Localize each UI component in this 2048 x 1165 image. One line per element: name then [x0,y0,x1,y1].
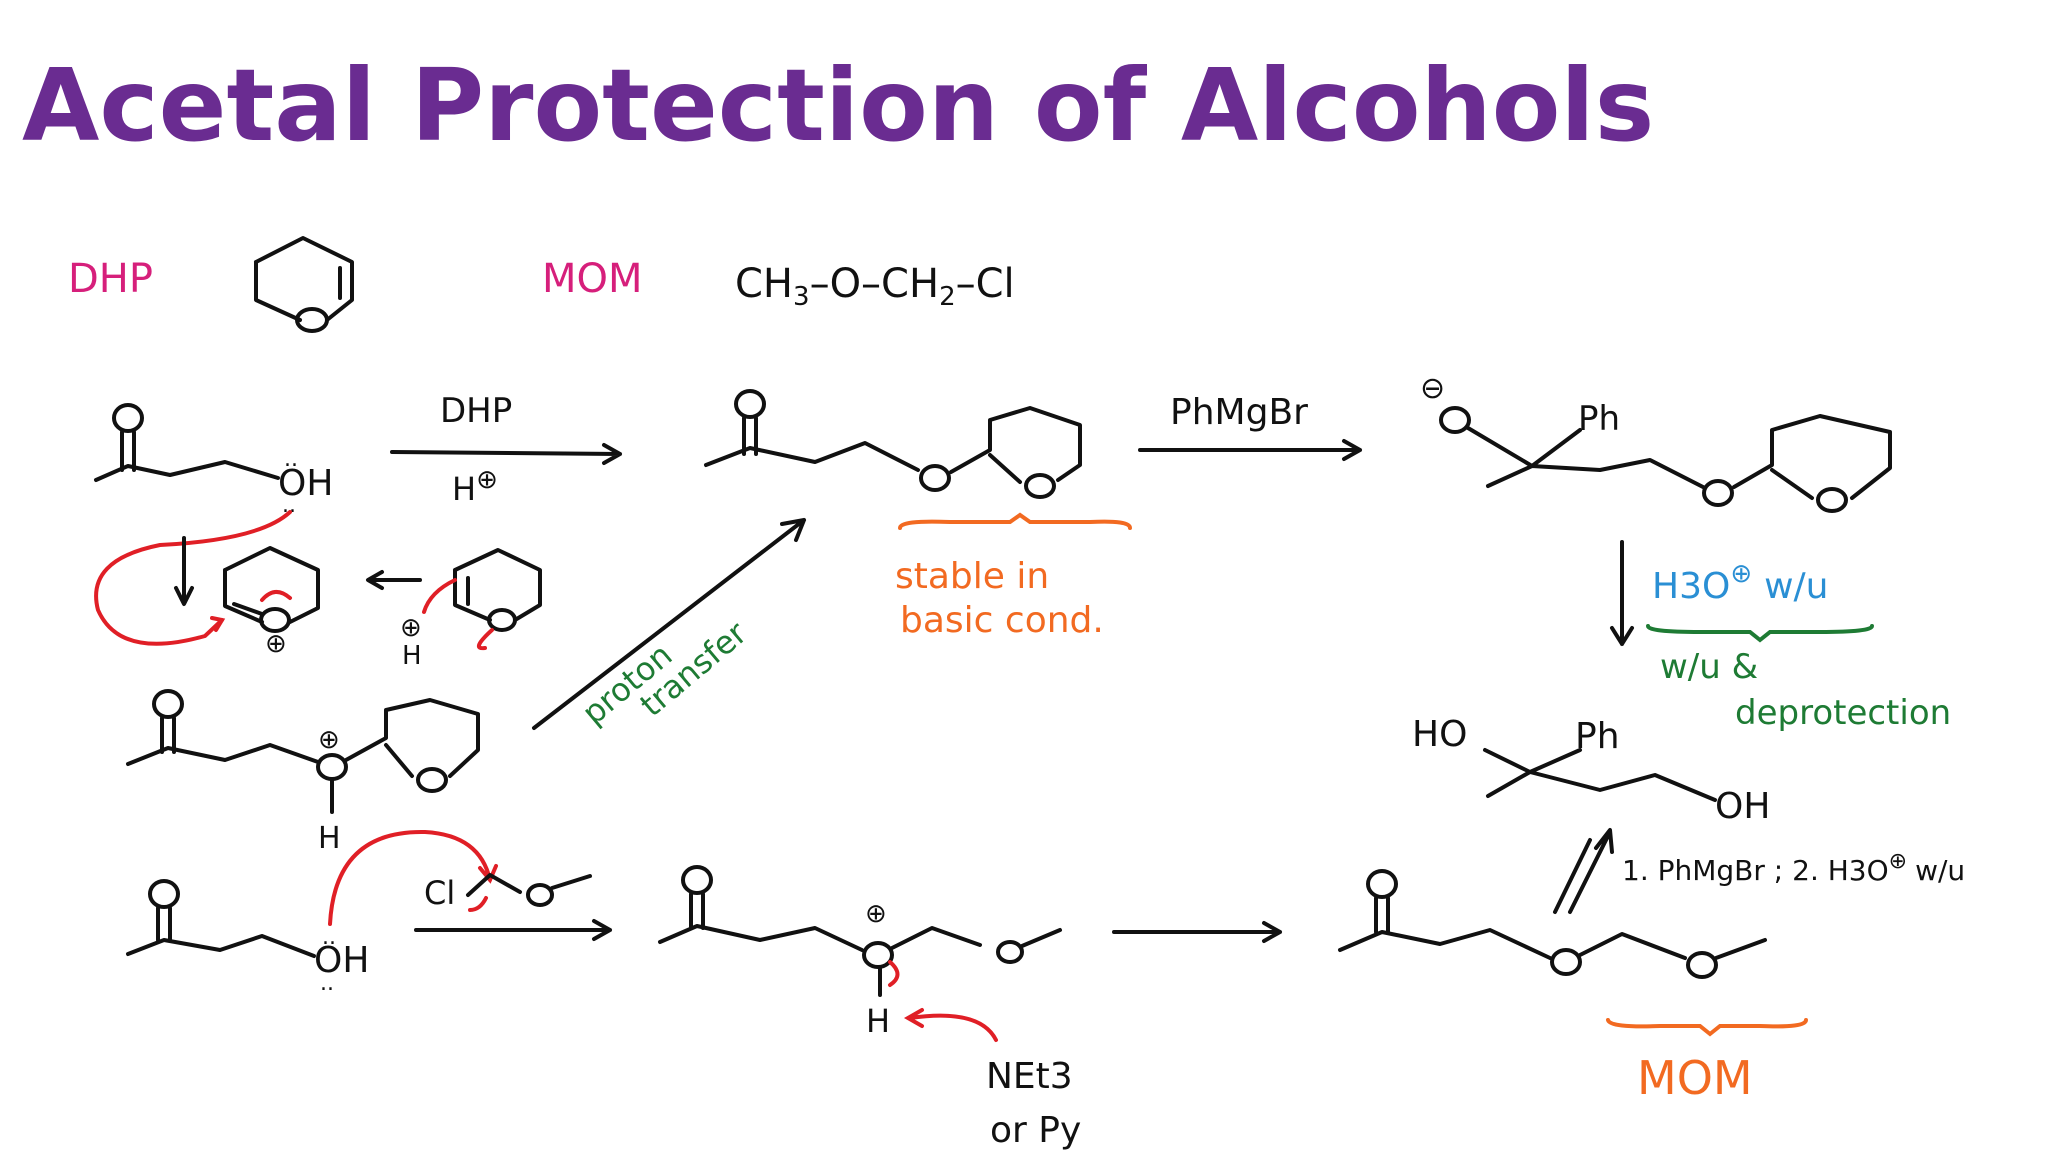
dhp-protonation: ⊕ H [400,548,542,671]
svg-text:⊕: ⊕ [318,725,340,755]
reagent-grignard: PhMgBr [1170,392,1308,433]
page-title: Acetal Protection of Alcohols [22,47,1654,164]
thp-protected-ketone [704,389,1082,499]
mechanism-arrows [94,510,422,646]
mom-protected-ketone [1338,869,1767,979]
workup-note-line2: deprotection [1735,693,1951,733]
stable-note-line1: stable in [895,556,1049,597]
svg-text:..: .. [322,925,336,950]
two-step-reagents: 1. PhMgBr ; 2. H3O⊕w/u [1622,849,1965,887]
svg-text:Ph: Ph [1575,716,1620,757]
svg-text:HO: HO [1412,714,1467,755]
mom-bracket [1606,1018,1808,1037]
mom-bracket-label: MOM [1637,1051,1753,1105]
svg-text:⊕: ⊕ [265,629,287,659]
dhp-legend-label: DHP [68,256,153,302]
svg-text:⊖: ⊖ [1420,371,1445,406]
svg-text:..: .. [282,493,296,518]
proton-transfer-arrow [532,518,806,730]
mom-legend-label: MOM [542,256,643,302]
reaction-arrow-3 [414,919,612,941]
alcohol-oh-1: OH [278,463,333,504]
reaction-arrow-5 [1553,828,1614,914]
mom-formula: CH3–O–CH2–Cl [735,261,1015,312]
svg-text:..: .. [320,971,334,996]
reaction-arrow-2 [1138,439,1362,461]
workup-bracket [1646,624,1874,643]
stable-note-line2: basic cond. [900,600,1104,641]
dhp-ring-structure [254,236,354,333]
alcohol-oh-2: OH [314,940,369,981]
reaction-arrow-4 [1112,921,1282,943]
reagent-acid: H⊕ [452,465,498,508]
workup-note-line1: w/u & [1660,647,1758,687]
reaction-arrow-workup [1610,540,1634,646]
svg-text:Ph: Ph [1578,399,1620,439]
mom-oxonium-intermediate: ⊕ H [658,865,1062,1042]
oxocarbenium-intermediate: ⊕ [223,546,320,659]
oxonium-intermediate: ⊕ H [126,689,480,856]
svg-text:H: H [866,1002,890,1040]
svg-text:..: .. [284,447,298,472]
stable-bracket [898,512,1132,530]
svg-text:⊕: ⊕ [400,613,422,643]
mom-chloride-reagent: Cl [424,873,592,912]
base-reagent-line2: or Py [990,1110,1081,1151]
base-reagent-line1: NEt3 [986,1056,1073,1097]
diol-product: HO Ph OH [1412,714,1770,827]
reaction-arrow-1 [390,443,622,465]
starting-alcohol-2: OH .. .. [126,829,498,996]
svg-text:H: H [318,821,341,856]
reagent-dhp-top: DHP [440,391,512,431]
starting-alcohol-1: OH .. .. [94,403,333,518]
svg-text:⊕: ⊕ [865,899,887,929]
svg-text:Cl: Cl [424,874,455,912]
svg-text:OH: OH [1715,786,1770,827]
svg-text:H: H [402,641,422,671]
alkoxide-intermediate: ⊖ Ph [1420,371,1892,513]
workup-reagent: H3O⊕w/u [1652,559,1829,607]
